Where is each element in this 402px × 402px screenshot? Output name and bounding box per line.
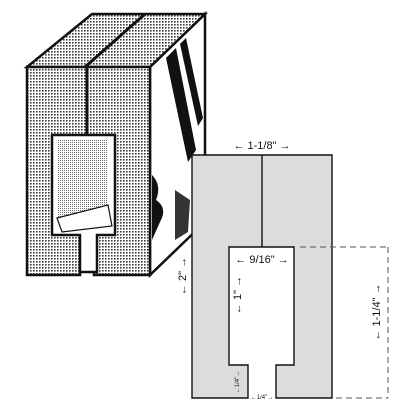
dim-slot-height: ← 1" → — [232, 276, 244, 314]
perspective-block — [23, 11, 209, 278]
dim-slot-width: ← 9/16" → — [235, 254, 288, 266]
section-outline — [191, 154, 333, 399]
side-face-reflection-2 — [175, 190, 190, 240]
side-face-reflection — [152, 175, 164, 240]
pocket-floor — [56, 204, 113, 233]
dim-overall-height: ← 2" → — [177, 257, 189, 295]
cross-section — [191, 154, 389, 399]
dim-lip-height: ←1/4"→ — [235, 371, 241, 393]
side-face-shine — [166, 48, 196, 162]
side-face-shine-2 — [180, 38, 203, 126]
dim-depth-height: ← 1-1/4" → — [371, 283, 383, 340]
pocket-back-wall — [57, 140, 108, 218]
dim-foot-width: ←1/4"→ — [251, 395, 273, 401]
dim-top-width: ← 1-1/8" → — [233, 140, 290, 152]
